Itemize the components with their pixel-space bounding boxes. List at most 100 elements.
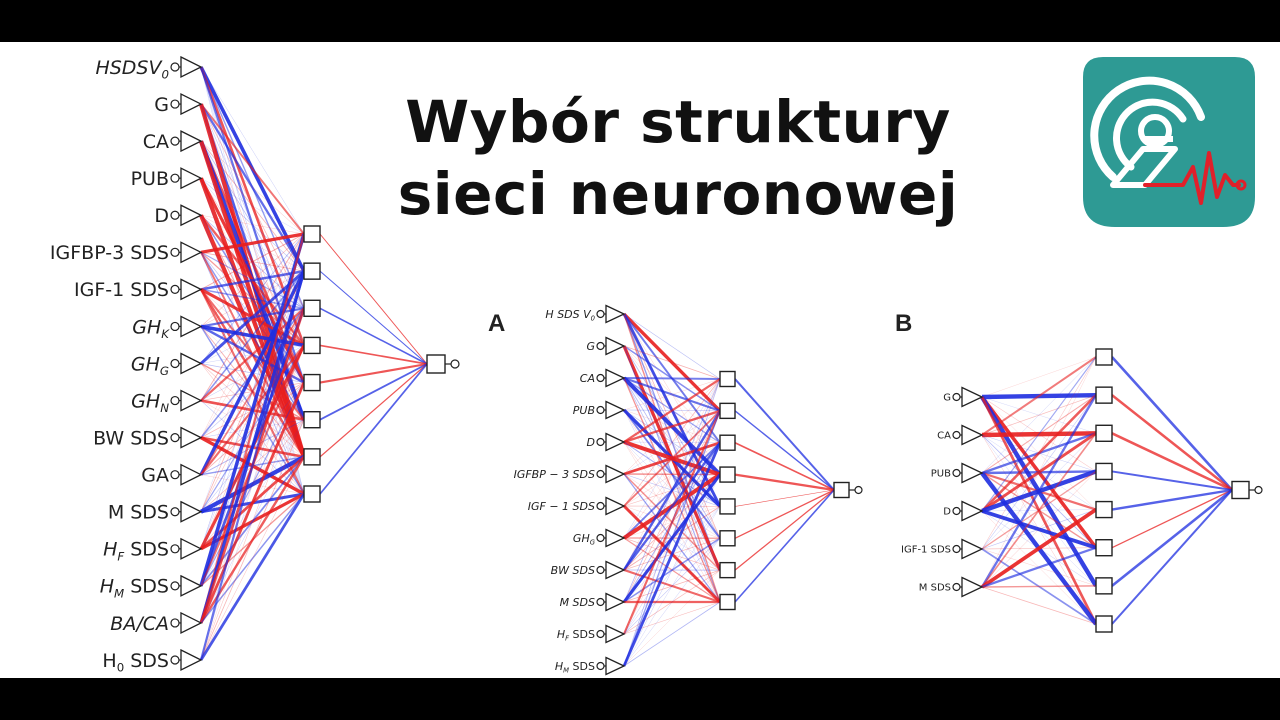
panel-a-edge-in5-h3 bbox=[623, 473, 721, 476]
main-input-label-text: M SDS bbox=[108, 502, 169, 524]
main-edge-in15-h1 bbox=[199, 270, 306, 624]
panel-a-input-label-text: GH bbox=[573, 532, 590, 545]
main-input-label-text: D bbox=[154, 205, 169, 227]
main-input-connector bbox=[170, 470, 180, 480]
main-input-label-text: H bbox=[102, 650, 116, 672]
main-edge-in16-h4 bbox=[200, 382, 305, 661]
main-input-label-text: BW SDS bbox=[93, 427, 169, 449]
title-line-2: sieci neuronowej bbox=[397, 160, 959, 228]
panel-b-edge-in4-h0 bbox=[981, 356, 1097, 550]
panel-a-hidden-node-2 bbox=[719, 434, 736, 451]
main-edge-in10-h0 bbox=[200, 233, 305, 438]
panel-a-input-label-text: BW SDS bbox=[551, 564, 595, 577]
main-hidden-node-6 bbox=[303, 448, 321, 466]
main-input-connector bbox=[170, 210, 180, 220]
main-edge-in15-h4 bbox=[199, 382, 306, 624]
main-edge-in16-h3 bbox=[200, 345, 305, 661]
main-input-connector bbox=[170, 358, 180, 369]
main-input-label-16: H0 SDS bbox=[102, 650, 169, 675]
main-input-label-14: HM SDS bbox=[100, 576, 169, 601]
panel-a-input-node bbox=[605, 400, 626, 420]
panel-a-input-label-9: M SDS bbox=[560, 596, 595, 609]
main-edge-in6-h1 bbox=[200, 269, 305, 291]
main-hidden-node-4 bbox=[303, 373, 321, 392]
panel-a-input-node bbox=[605, 656, 626, 676]
panel-b-input-node bbox=[961, 538, 984, 560]
main-hidden-node-2 bbox=[303, 299, 321, 317]
main-input-node bbox=[180, 167, 203, 190]
panel-b-edge-in3-h1 bbox=[981, 394, 1097, 512]
panel-a-edge-in8-h1 bbox=[622, 410, 722, 571]
main-edge-h7-out bbox=[319, 363, 428, 495]
panel-b-input-label-1: CA bbox=[937, 431, 951, 442]
panel-a-input-node bbox=[605, 592, 626, 612]
panel-b-edge-h4-out bbox=[1111, 488, 1233, 511]
panel-b-input-connector bbox=[952, 544, 961, 554]
main-input-suffix: SDS bbox=[124, 576, 169, 598]
panel-a-edge-in10-h2 bbox=[623, 442, 721, 635]
panel-a-input-subscript: 0 bbox=[591, 315, 595, 323]
panel-b-edge-h6-out bbox=[1111, 488, 1233, 587]
main-input-label-text: H bbox=[100, 576, 114, 598]
panel-a-edge-in10-h4 bbox=[623, 506, 721, 635]
panel-b-input-label-text: M SDS bbox=[919, 583, 951, 594]
panel-a-edge-in11-h5 bbox=[623, 538, 721, 667]
panel-a-input-node bbox=[605, 496, 626, 516]
main-input-connector bbox=[170, 433, 180, 443]
panel-a-edge-in11-h1 bbox=[623, 410, 721, 667]
main-input-connector bbox=[170, 655, 180, 665]
panel-b-hidden-node-2 bbox=[1095, 424, 1113, 442]
main-input-connector bbox=[170, 99, 180, 109]
panel-a-input-subscript: M bbox=[563, 667, 569, 675]
panel-a-edge-h5-out bbox=[734, 489, 835, 539]
panel-b-input-label-5: M SDS bbox=[919, 583, 951, 594]
panel-a-hidden-node-5 bbox=[719, 530, 736, 547]
main-edge-in5-h0 bbox=[200, 232, 305, 254]
panel-b-input-node bbox=[961, 576, 984, 598]
panel-b-input-node bbox=[961, 500, 984, 522]
main-edge-in8-h0 bbox=[200, 233, 305, 364]
panel-a-edge-in5-h0 bbox=[623, 378, 721, 475]
main-edge-in16-h2 bbox=[200, 308, 305, 661]
main-input-label-7: GHK bbox=[132, 316, 170, 341]
main-edge-in16-h1 bbox=[199, 270, 306, 661]
panel-b-input-label-text: CA bbox=[937, 431, 951, 442]
panel-b-hidden-node-1 bbox=[1095, 386, 1113, 404]
main-edge-in9-h0 bbox=[200, 233, 305, 401]
panel-a-edge-in0-h0 bbox=[623, 313, 721, 380]
panel-a-input-node bbox=[605, 464, 626, 484]
panel-b-edge-in1-h1 bbox=[981, 394, 1097, 436]
panel-a-input-connector bbox=[596, 661, 605, 671]
panel-a-input-node bbox=[605, 432, 626, 452]
panel-a-input-label-11: HM SDS bbox=[555, 660, 595, 675]
panel-a-input-node bbox=[605, 336, 626, 356]
panel-a-edge-h4-out bbox=[734, 489, 835, 507]
panel-b-edge-h3-out bbox=[1111, 470, 1233, 491]
main-edge-h2-out bbox=[319, 307, 428, 365]
panel-a-edge-in11-h2 bbox=[622, 442, 722, 667]
main-input-label-text: IGF-1 SDS bbox=[74, 279, 169, 301]
panel-a-edge-in4-h2 bbox=[623, 441, 721, 443]
panel-b-edge-in5-h7 bbox=[981, 586, 1097, 625]
panel-b-edge-in1-h0 bbox=[981, 356, 1097, 436]
panel-a-edge-in6-h0 bbox=[623, 378, 721, 507]
panel-a-edge-in8-h7 bbox=[623, 569, 721, 603]
main-input-label-text: PUB bbox=[131, 168, 169, 190]
panel-a-edge-in11-h0 bbox=[623, 378, 721, 667]
panel-b-input-label-4: IGF-1 SDS bbox=[901, 545, 951, 556]
panel-b-input-label-2: PUB bbox=[931, 469, 951, 480]
main-input-subscript: F bbox=[117, 549, 124, 563]
main-edge-in6-h0 bbox=[200, 233, 305, 290]
main-output-connector bbox=[450, 359, 460, 369]
panel-a-input-node bbox=[605, 368, 626, 388]
panel-b-input-label-text: D bbox=[943, 507, 951, 518]
main-hidden-node-5 bbox=[303, 411, 321, 429]
main-input-label-text: G bbox=[154, 94, 169, 116]
panel-a-input-label-8: BW SDS bbox=[551, 564, 595, 577]
main-edge-h3-out bbox=[319, 344, 428, 365]
panel-b-hidden-node-3 bbox=[1095, 462, 1113, 481]
panel-b-edge-in5-h3 bbox=[981, 471, 1097, 588]
main-input-node bbox=[180, 426, 203, 449]
panel-a-hidden-node-7 bbox=[719, 593, 736, 611]
